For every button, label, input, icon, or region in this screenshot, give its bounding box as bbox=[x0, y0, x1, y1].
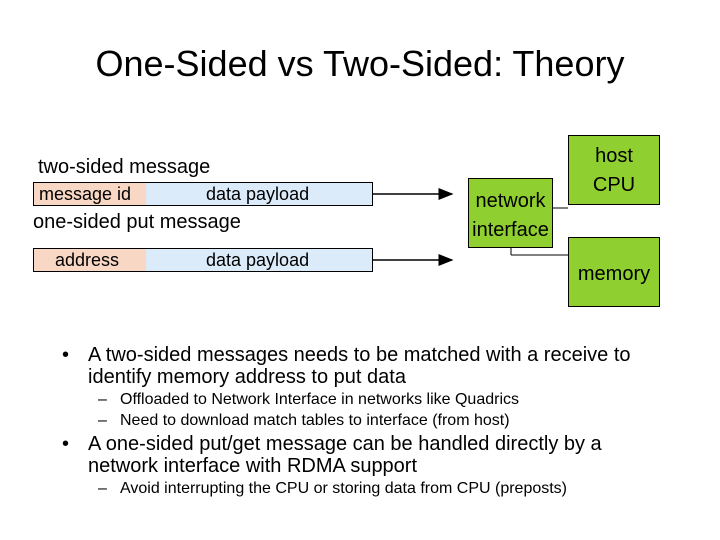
sub-bullet-1b: – Need to download match tables to inter… bbox=[98, 411, 708, 431]
one-sided-payload-field: data payload bbox=[146, 249, 372, 271]
message-id-field: message id bbox=[34, 183, 146, 205]
bullet-1: • A two-sided messages needs to be match… bbox=[62, 344, 702, 388]
bullet-2-line1: A one-sided put/get message can be handl… bbox=[88, 433, 602, 455]
sub-bullet-1a-marker: – bbox=[98, 391, 107, 408]
message-id-label: message id bbox=[39, 184, 132, 204]
slide-title: One-Sided vs Two-Sided: Theory bbox=[95, 43, 625, 84]
host-cpu-line1: host bbox=[595, 145, 633, 167]
memory-node: memory bbox=[568, 237, 660, 307]
bullet-1-marker: • bbox=[62, 344, 70, 366]
sub-bullet-2a-text: Avoid interrupting the CPU or storing da… bbox=[120, 480, 568, 497]
address-label: address bbox=[55, 250, 120, 270]
host-cpu-line2: CPU bbox=[592, 174, 636, 196]
sub-bullet-1b-text: Need to download match tables to interfa… bbox=[120, 412, 510, 429]
bullet-1-line1: A two-sided messages needs to be matched… bbox=[88, 344, 631, 366]
sub-bullet-1a: – Offloaded to Network Interface in netw… bbox=[98, 390, 708, 410]
host-cpu-node: host CPU bbox=[568, 135, 660, 205]
one-sided-payload-label: data payload bbox=[206, 250, 310, 270]
bullet-2-marker: • bbox=[62, 433, 70, 455]
sub-bullet-2a: – Avoid interrupting the CPU or storing … bbox=[98, 479, 708, 499]
one-sided-message-box: address data payload bbox=[33, 248, 373, 272]
bullet-2-text: A one-sided put/get message can be handl… bbox=[88, 433, 702, 477]
two-sided-payload-label: data payload bbox=[206, 184, 310, 204]
bullet-2-line2: network interface with RDMA support bbox=[88, 455, 418, 477]
network-interface-node: network interface bbox=[468, 178, 553, 248]
memory-label: memory bbox=[577, 263, 651, 285]
address-field: address bbox=[34, 249, 146, 271]
two-sided-payload-field: data payload bbox=[146, 183, 372, 205]
two-sided-message-box: message id data payload bbox=[33, 182, 373, 206]
bullet-1-line2: identify memory address to put data bbox=[88, 366, 406, 388]
sub-bullet-1b-marker: – bbox=[98, 412, 107, 429]
network-interface-line2: interface bbox=[472, 219, 549, 241]
two-sided-message-label: two-sided message bbox=[38, 156, 211, 178]
bullet-1-text: A two-sided messages needs to be matched… bbox=[88, 344, 702, 388]
sub-bullet-2a-marker: – bbox=[98, 480, 107, 497]
network-interface-line1: network bbox=[475, 190, 546, 212]
one-sided-message-label: one-sided put message bbox=[33, 211, 241, 233]
bullet-2: • A one-sided put/get message can be han… bbox=[62, 433, 702, 477]
sub-bullet-1a-text: Offloaded to Network Interface in networ… bbox=[120, 391, 519, 408]
